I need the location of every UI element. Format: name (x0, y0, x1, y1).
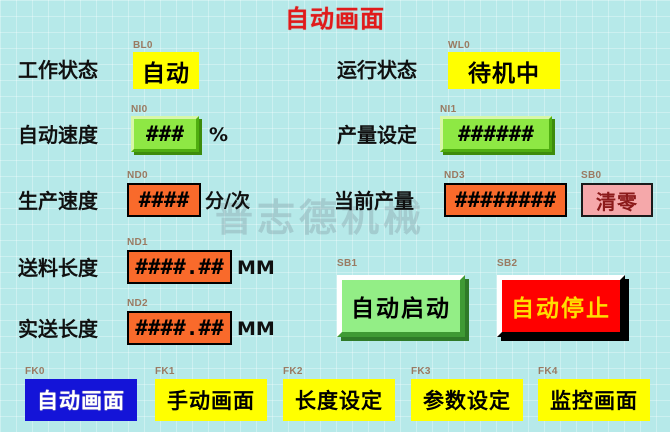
value-output-setting[interactable]: ###### (440, 116, 552, 152)
tag-nd2: ND2 (127, 298, 148, 309)
label-run-status: 运行状态 (337, 58, 417, 82)
value-actual-feed-length[interactable]: ####.## (127, 311, 232, 345)
page-title: 自动画面 (285, 5, 385, 33)
function-key-monitor-screen[interactable]: 监控画面 (538, 379, 650, 421)
label-output-setting: 产量设定 (337, 123, 417, 147)
auto-start-button[interactable]: 自动启动 (337, 275, 465, 337)
unit-production-speed: 分/次 (205, 190, 250, 212)
function-key-parameter-setting[interactable]: 参数设定 (411, 379, 523, 421)
tag-bl0: BL0 (133, 40, 153, 51)
unit-feed-length: MM (237, 257, 275, 279)
tag-wl0: WL0 (448, 40, 471, 51)
label-current-output: 当前产量 (334, 189, 414, 213)
label-work-status: 工作状态 (18, 58, 98, 82)
value-run-status[interactable]: 待机中 (448, 52, 560, 89)
tag-fk4: FK4 (538, 366, 558, 377)
tag-nd0: ND0 (127, 170, 148, 181)
value-feed-length[interactable]: ####.## (127, 250, 232, 284)
label-production-speed: 生产速度 (18, 189, 98, 213)
auto-stop-button[interactable]: 自动停止 (497, 275, 625, 337)
tag-fk0: FK0 (25, 366, 45, 377)
unit-actual-feed-length: MM (237, 318, 275, 340)
tag-fk3: FK3 (411, 366, 431, 377)
tag-ni0: NI0 (131, 104, 148, 115)
value-current-output[interactable]: ######## (444, 183, 567, 217)
value-production-speed[interactable]: #### (127, 183, 201, 217)
tag-nd3: ND3 (444, 170, 465, 181)
label-actual-feed-length: 实送长度 (18, 317, 98, 341)
value-work-status[interactable]: 自动 (133, 52, 199, 89)
function-key-manual-screen[interactable]: 手动画面 (155, 379, 267, 421)
function-key-length-setting[interactable]: 长度设定 (283, 379, 395, 421)
tag-sb1: SB1 (337, 258, 358, 269)
label-feed-length: 送料长度 (18, 256, 98, 280)
tag-sb2: SB2 (497, 258, 518, 269)
function-key-auto-screen[interactable]: 自动画面 (25, 379, 137, 421)
tag-nd1: ND1 (127, 237, 148, 248)
tag-sb0: SB0 (581, 170, 602, 181)
tag-ni1: NI1 (440, 104, 457, 115)
label-auto-speed: 自动速度 (18, 123, 98, 147)
tag-fk1: FK1 (155, 366, 175, 377)
tag-fk2: FK2 (283, 366, 303, 377)
unit-auto-speed: % (209, 124, 229, 146)
value-auto-speed[interactable]: ### (131, 116, 199, 152)
reset-button[interactable]: 清零 (581, 183, 653, 217)
